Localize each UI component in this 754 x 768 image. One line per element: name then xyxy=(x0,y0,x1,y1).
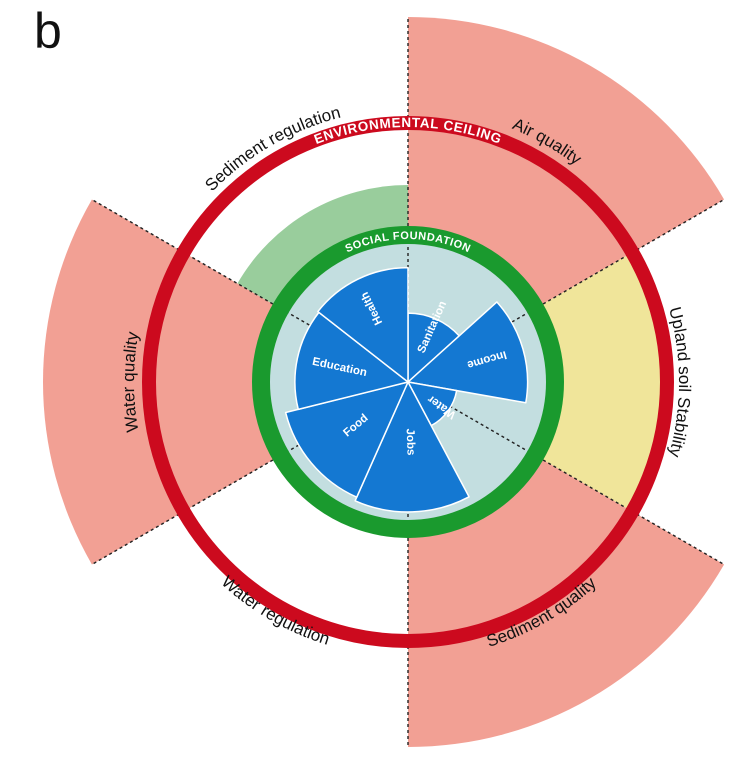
sector-water-quality xyxy=(42,199,408,565)
sector-sediment-regulation xyxy=(237,185,408,306)
wedge-education xyxy=(294,311,409,411)
social-foundation-ring xyxy=(252,226,564,538)
panel-letter: b xyxy=(34,3,62,59)
sector-upland-soil-stability xyxy=(539,252,668,512)
environmental-ceiling-ring xyxy=(142,116,674,648)
wedge-sanitation xyxy=(407,312,460,383)
sector-label-sediment-regulation: Sediment regulation xyxy=(201,103,342,195)
wedge-jobs xyxy=(354,381,470,513)
wedge-income xyxy=(407,301,529,404)
wedge-food xyxy=(284,381,409,498)
sector-label-water-regulation: Water regulation xyxy=(218,572,332,649)
divider-line-lower-right xyxy=(407,381,725,566)
wedge-health xyxy=(317,266,409,383)
wedge-label-jobs: Jobs xyxy=(404,428,417,455)
